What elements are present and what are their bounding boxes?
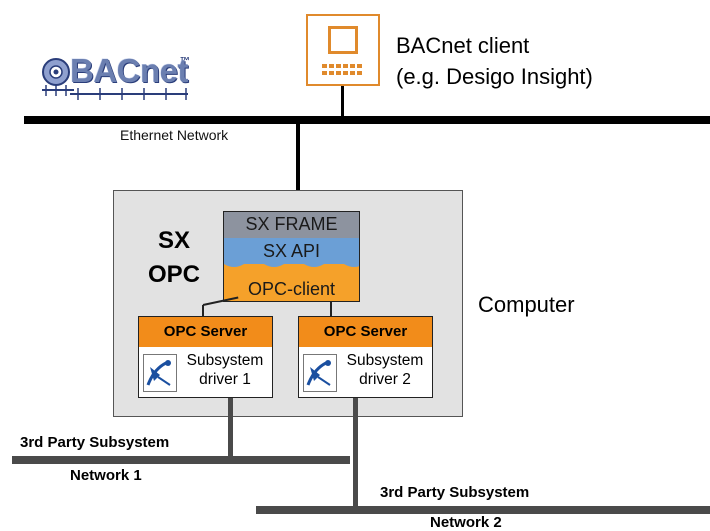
sx-opc-line1: SX [157,227,190,254]
sx-frame-layer [224,212,359,238]
driver-1-line1: Subsystem [186,352,264,369]
opc-client-label: OPC-client [247,279,336,299]
bacnet-globe-icon [42,58,74,96]
driver-1-line2: driver 1 [199,371,251,388]
driver-2-line1: Subsystem [346,352,424,369]
ethernet-network-line [24,116,710,124]
subsystem-driver-icon [303,354,337,392]
bacnet-logo [38,52,198,104]
client-terminal-icon [306,14,380,86]
opc-server-1: OPC Server Subsystem driver 1 [138,316,273,398]
driver-2-line2: driver 2 [359,371,411,388]
network-2-line [256,506,710,514]
stack-to-server1-connector [202,305,204,316]
subsystem-driver-icon [143,354,177,392]
sx-frame-label: SX FRAME [245,214,338,234]
terminal-screen [328,26,358,54]
client-label-line1: BACnet client [396,33,530,58]
terminal-keypad [322,64,366,76]
network-1-line [12,456,350,464]
stack-to-server2-connector [330,302,332,316]
subsystem-1-drop [228,398,233,458]
client-label-line2: (e.g. Desigo Insight) [396,64,593,89]
api-wave-edge [224,258,359,267]
subsystem-2-drop [353,398,358,510]
sx-software-stack: SX FRAME SX API OPC-client [223,211,360,302]
subsystem-2-label: 3rd Party Subsystem [380,484,530,501]
bacnet-logo-text: BACnet [70,52,189,89]
bacnet-bus-graphic [70,88,188,100]
ethernet-network-label: Ethernet Network [120,127,229,143]
opc-server-2-title: OPC Server [299,317,432,347]
network-1-label: Network 1 [70,467,142,484]
driver-1-label: Subsystem driver 1 [179,351,271,389]
opc-server-1-title: OPC Server [139,317,272,347]
sx-opc-line2: OPC [147,261,200,288]
computer-connector [296,124,300,212]
network-2-label: Network 2 [430,514,502,531]
bacnet-trademark: ™ [180,56,190,67]
computer-label: Computer [478,292,575,317]
opc-server-2: OPC Server Subsystem driver 2 [298,316,433,398]
sx-opc-title: SX OPC [139,224,209,292]
terminal-connector [341,86,344,120]
bacnet-client-label: BACnet client (e.g. Desigo Insight) [396,30,593,92]
subsystem-1-label: 3rd Party Subsystem [20,434,170,451]
sx-api-label: SX API [262,241,321,261]
driver-2-label: Subsystem driver 2 [339,351,431,389]
